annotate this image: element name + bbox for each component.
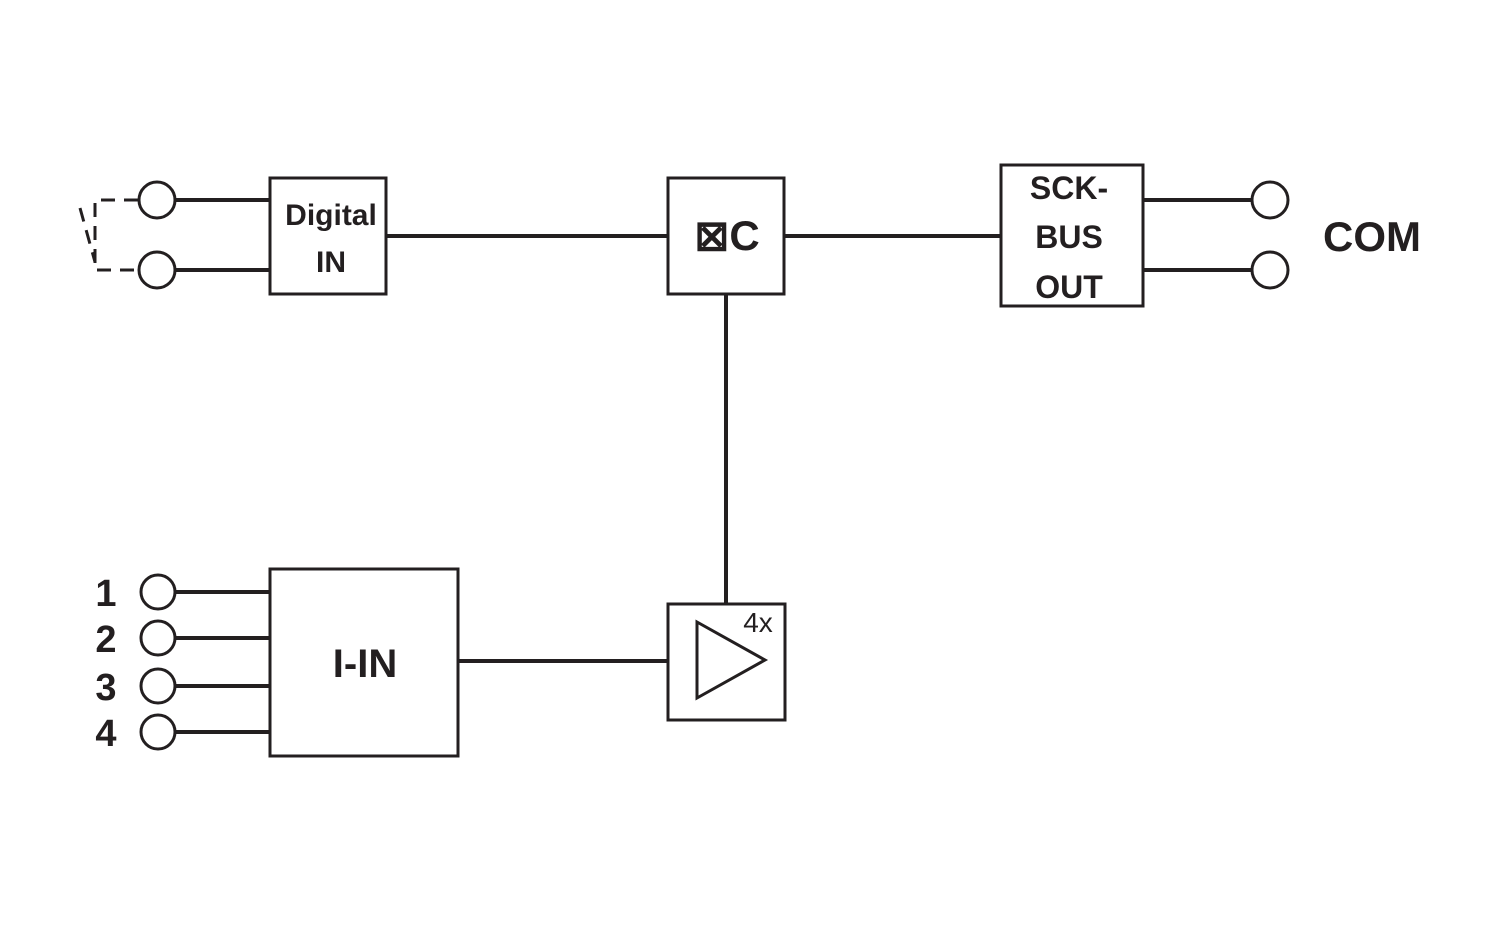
amplifier-triangle-icon [695, 619, 769, 701]
switch-contact [78, 198, 138, 272]
input-terminal-3 [139, 667, 177, 705]
input-label-2: 2 [95, 619, 116, 661]
i-in-label: I-IN [333, 642, 397, 686]
com-terminal-top [1250, 180, 1290, 220]
digital-in-label-line1: Digital [285, 199, 377, 232]
sck-bus-out-label-line2: BUS [1035, 219, 1103, 255]
sck-bus-out-label-line3: OUT [1035, 269, 1103, 305]
com-terminal-bottom [1250, 250, 1290, 290]
input-terminal-2 [139, 619, 177, 657]
com-label: COM [1323, 213, 1421, 260]
input-terminal-4 [139, 713, 177, 751]
digital-in-terminal-top [137, 180, 177, 220]
sck-bus-out-block [999, 163, 1145, 308]
microcontroller-label: ⊠C [694, 212, 760, 259]
digital-in-terminal-bottom [137, 250, 177, 290]
input-label-4: 4 [95, 713, 116, 755]
amplifier-gain-label: 4x [743, 607, 773, 638]
sck-bus-out-label-line1: SCK- [1030, 170, 1108, 206]
digital-in-label-line2: IN [316, 246, 346, 279]
i-in-block [268, 567, 460, 758]
input-terminals: 1 2 3 4 [95, 573, 270, 755]
input-label-1: 1 [95, 573, 116, 615]
input-terminal-1 [139, 573, 177, 611]
input-label-3: 3 [95, 667, 116, 709]
microcontroller-block [666, 176, 786, 296]
